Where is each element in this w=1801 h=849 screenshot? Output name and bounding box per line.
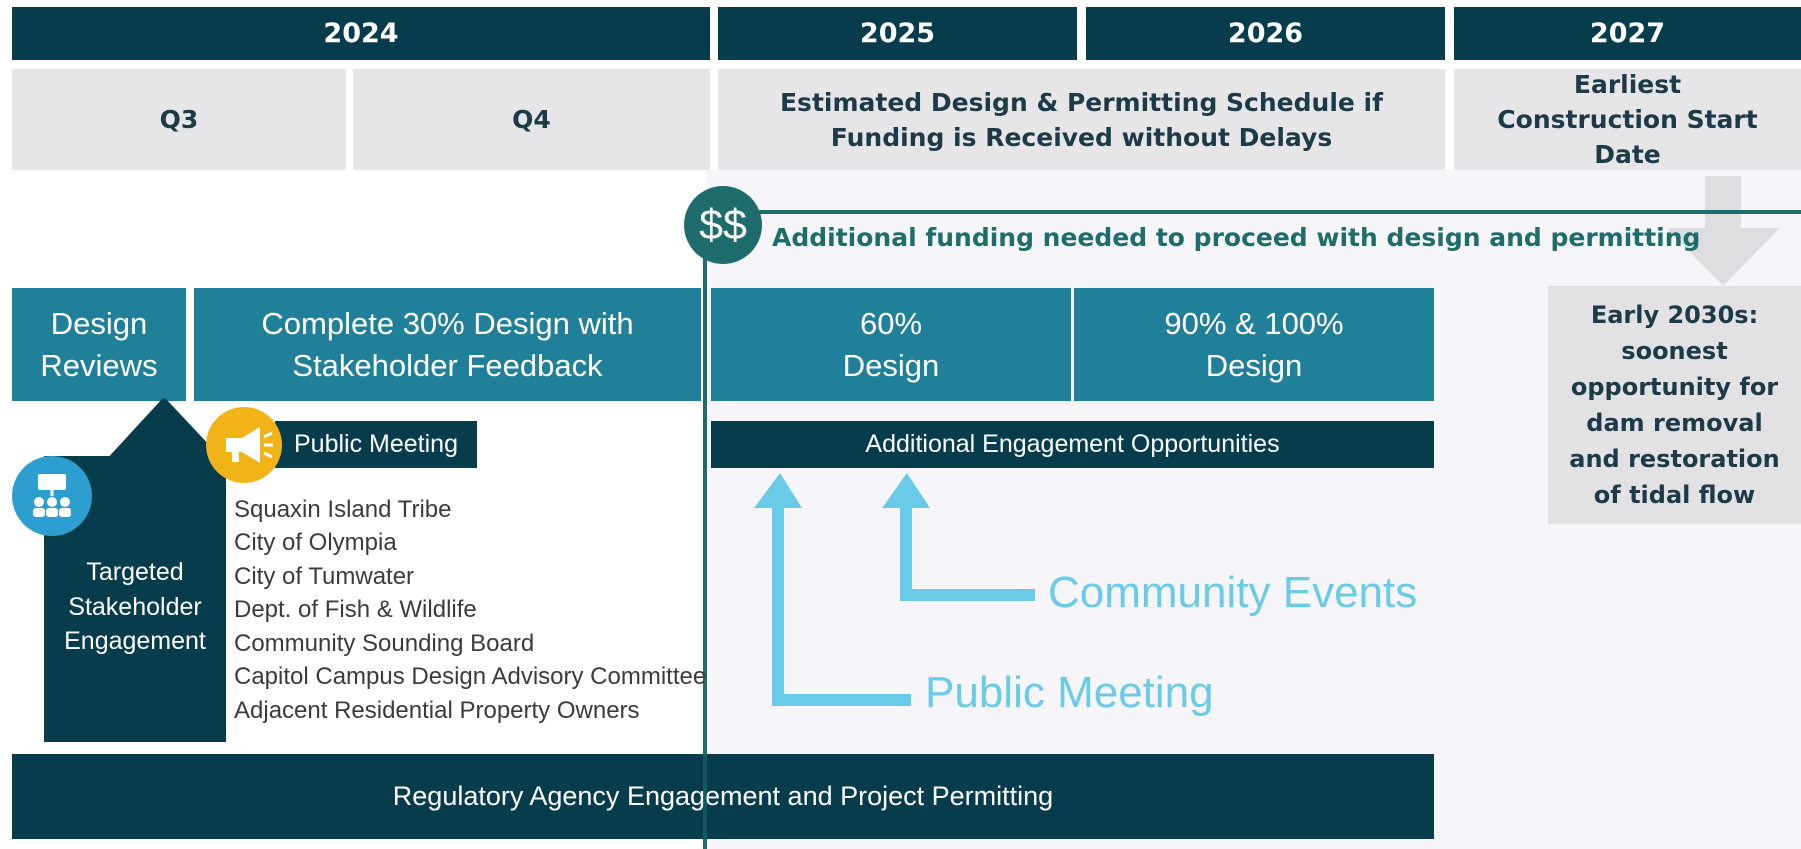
early-2030s-box: Early 2030s: soonest opportunity for dam… [1548, 286, 1801, 524]
public-meeting-arrow-label: Public Meeting [925, 668, 1214, 717]
stakeholder-item: Adjacent Residential Property Owners [234, 697, 640, 724]
targeted-engagement-label: Targeted Stakeholder Engagement [44, 555, 226, 659]
complete-30-design-text: Complete 30% Design with Stakeholder Fee… [261, 305, 634, 383]
stakeholder-item: City of Tumwater [234, 563, 415, 590]
design-reviews-box: Design Reviews [12, 288, 186, 401]
q4-header: Q4 [353, 69, 710, 170]
schedule-header-text: Estimated Design & Permitting Schedule i… [779, 87, 1383, 152]
stakeholder-item: Capitol Campus Design Advisory Committee [234, 663, 707, 690]
engagement-arrows [754, 473, 1035, 706]
year-2027-header: 2027 [1454, 7, 1801, 60]
early-2030s-text: Early 2030s: soonest opportunity for dam… [1569, 301, 1780, 509]
construction-down-arrow [1668, 176, 1780, 286]
people-icon-glyph [33, 474, 71, 517]
year-2026-header: 2026 [1086, 7, 1445, 60]
community-events-label: Community Events [1048, 568, 1418, 617]
q3-header: Q3 [12, 69, 346, 170]
year-2024-header: 2024 [12, 7, 710, 60]
targeted-engagement-text: Targeted Stakeholder Engagement [64, 558, 206, 655]
design-60-text: 60% Design [842, 305, 940, 383]
design-reviews-text: Design Reviews [40, 305, 158, 383]
construction-header-text: Earliest Construction Start Date [1497, 70, 1758, 169]
stakeholder-item: Dept. of Fish & Wildlife [234, 596, 477, 623]
stakeholder-item: Squaxin Island Tribe [234, 496, 452, 523]
regulatory-bar: Regulatory Agency Engagement and Project… [12, 754, 1434, 839]
stakeholder-list: Squaxin Island Tribe City of Olympia Cit… [234, 496, 707, 736]
funding-vertical-line-overlay [703, 754, 707, 849]
money-icon-text: $$ [699, 200, 747, 249]
additional-engagement-bar: Additional Engagement Opportunities [711, 421, 1434, 468]
public-meeting-tag-text: Public Meeting [294, 430, 458, 458]
megaphone-icon [206, 407, 282, 483]
megaphone-icon-glyph [226, 427, 273, 463]
design-90-100-text: 90% & 100% Design [1164, 305, 1344, 383]
regulatory-text: Regulatory Agency Engagement and Project… [392, 781, 1054, 811]
complete-30-design-box: Complete 30% Design with Stakeholder Fee… [194, 288, 701, 401]
additional-engagement-text: Additional Engagement Opportunities [865, 430, 1280, 458]
schedule-header: Estimated Design & Permitting Schedule i… [718, 69, 1445, 170]
funding-vertical-line [703, 230, 707, 849]
stakeholder-item: City of Olympia [234, 529, 397, 556]
public-meeting-tag: Public Meeting [275, 421, 477, 468]
community-events-arrow-shape [882, 473, 1035, 601]
funding-horizontal-line [740, 210, 1801, 214]
money-icon: $$ [684, 186, 762, 264]
year-2025-header: 2025 [718, 7, 1077, 60]
construction-header: Earliest Construction Start Date [1454, 69, 1801, 170]
stakeholder-item: Community Sounding Board [234, 630, 535, 657]
people-icon [12, 456, 92, 536]
design-90-100-box: 90% & 100% Design [1074, 288, 1434, 401]
public-meeting-arrow-shape [754, 473, 911, 706]
design-60-box: 60% Design [711, 288, 1071, 401]
funding-note: Additional funding needed to proceed wit… [772, 223, 1701, 252]
